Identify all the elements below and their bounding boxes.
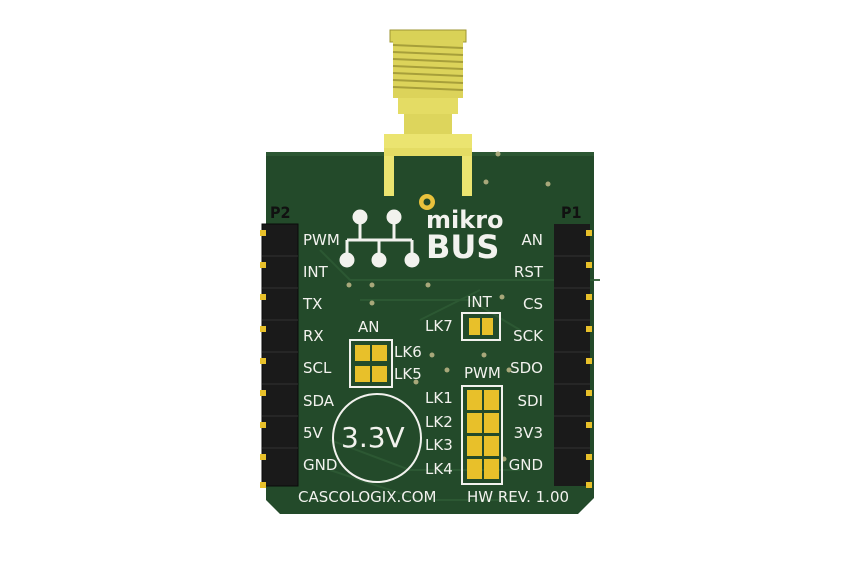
- jumper-lk2-label: LK2: [425, 413, 453, 431]
- header-p2-label: P2: [270, 203, 291, 222]
- pin-label-left: SDA: [303, 392, 335, 410]
- pin-label-left: TX: [303, 295, 323, 313]
- pin-label-left: SCL: [303, 359, 332, 377]
- mikrobus-brand: mikro BUS: [426, 208, 504, 263]
- jumper-lk1-lk4: [461, 385, 503, 485]
- pin-label-right: SDI: [517, 392, 544, 410]
- pin-label-left: 5V: [303, 424, 323, 442]
- jumper-lk6-lk5: [349, 339, 393, 388]
- pin-label-left: GND: [303, 456, 338, 474]
- jumper-lk1-label: LK1: [425, 389, 453, 407]
- jumper-group-int-label: INT: [467, 293, 492, 311]
- pin-label-left: RX: [303, 327, 324, 345]
- mikrobus-logo-icon: [339, 209, 420, 268]
- footer-website: CASCOLOGIX.COM: [298, 488, 437, 506]
- brand-top: mikro: [426, 206, 504, 234]
- pin-label-right: 3V3: [513, 424, 543, 442]
- pin-label-left: INT: [303, 263, 328, 281]
- jumper-lk3-label: LK3: [425, 436, 453, 454]
- pin-label-right: SDO: [510, 359, 543, 377]
- voltage-circle: [332, 393, 422, 483]
- voltage-label: 3.3V: [341, 421, 405, 454]
- header-p1: [554, 224, 592, 488]
- jumper-group-pwm-label: PWM: [464, 364, 501, 382]
- header-p1-label: P1: [561, 203, 582, 222]
- jumper-group-an-label: AN: [358, 318, 380, 336]
- jumper-lk5-label: LK5: [394, 365, 422, 383]
- header-p2: [260, 223, 299, 488]
- footer-hw-revision: HW REV. 1.00: [467, 488, 570, 506]
- pin-label-right: CS: [523, 295, 543, 313]
- pin-label-right: SCK: [513, 327, 543, 345]
- pin-label-right: AN: [521, 231, 543, 249]
- jumper-lk6-label: LK6: [394, 343, 422, 361]
- jumper-lk7-label: LK7: [425, 317, 453, 335]
- pin-label-right: GND: [508, 456, 543, 474]
- brand-bottom: BUS: [426, 228, 500, 266]
- jumper-lk4-label: LK4: [425, 460, 453, 478]
- jumper-lk7: [461, 312, 501, 341]
- pin-label-right: RST: [513, 263, 543, 281]
- pin-label-left: PWM: [303, 231, 340, 249]
